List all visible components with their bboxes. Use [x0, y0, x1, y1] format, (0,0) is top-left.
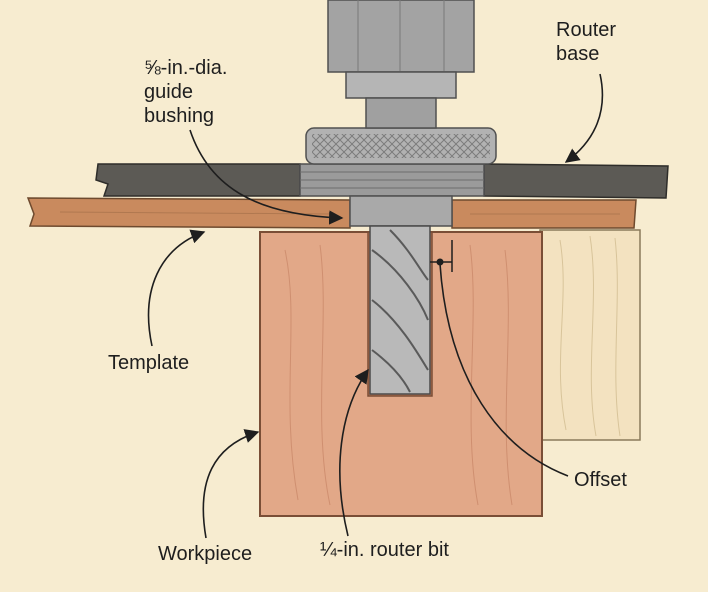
- guide-bushing-label: ⅝-in.-dia. guide bushing: [144, 56, 227, 128]
- router-base-label-line2: base: [556, 43, 600, 65]
- leader-workpiece: [202, 429, 260, 539]
- template-label: Template: [108, 352, 190, 374]
- leader-router-base: [564, 73, 604, 163]
- leader-guide-bushing: [189, 129, 344, 225]
- guide-bushing: [299, 127, 497, 227]
- workpiece-label: Workpiece: [158, 543, 253, 565]
- leader-offset: [439, 263, 569, 477]
- side-block: [539, 229, 641, 441]
- offset-dimension: [430, 240, 453, 272]
- router-bit-label: ¼-in. router bit: [320, 539, 449, 561]
- router-bit: [369, 225, 431, 395]
- guide-bushing-label-line3: bushing: [144, 105, 215, 127]
- guide-bushing-label-line2: guide: [144, 81, 193, 103]
- offset-label: Offset: [574, 469, 627, 491]
- leader-router-bit: [339, 368, 369, 537]
- guide-bushing-label-line1: ⅝-in.-dia.: [144, 57, 228, 79]
- router-base-label: Router base: [556, 18, 616, 66]
- router-base-label-line1: Router: [556, 19, 617, 41]
- router-collet: [327, 0, 475, 129]
- leader-template: [147, 229, 206, 347]
- template-board: [26, 197, 637, 229]
